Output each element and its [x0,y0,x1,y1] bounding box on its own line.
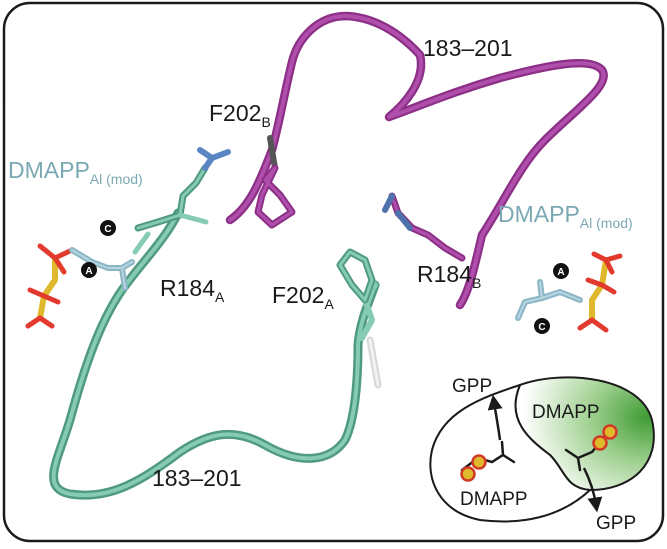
label-dmapp-right: DMAPPAl (mod) [498,201,633,231]
legend-gpp-top: GPP [452,376,492,397]
marker-c-right: C [534,318,550,334]
legend-dmapp-bottom: DMAPP [460,489,528,510]
legend-gpp-bottom: GPP [596,513,636,534]
legend-phosphate-dot [471,454,487,470]
label-f202-b: F202B [209,100,271,130]
marker-a-right: A [553,263,569,279]
f202-a-sidechain [336,248,382,389]
svg-text:A: A [85,266,92,277]
label-r184-a: R184A [160,275,225,305]
r184-b-sidechain [382,192,466,262]
legend-dmapp-top: DMAPP [532,402,600,423]
marker-c-left: C [100,220,116,236]
svg-text:A: A [557,267,564,278]
legend-left-lobe [429,383,593,523]
legend-phosphate-dot [602,424,618,440]
svg-text:C: C [538,322,545,333]
legend-phosphate-dot [460,466,476,482]
loop-label-bottom: 183–201 [152,465,242,491]
dmapp-right-molecule [515,251,623,333]
label-r184-b: R184B [417,261,481,291]
chain-a-backbone [49,208,380,500]
legend-schematic: GPP DMAPP DMAPP GPP [429,376,655,534]
label-dmapp-left: DMAPPAl (mod) [8,157,143,187]
label-f202-a: F202A [272,282,334,312]
r184-a-sidechain [132,147,231,255]
loop-label-top: 183–201 [423,35,513,61]
f202-b-sidechain [254,135,296,229]
chain-b-backbone [225,11,608,310]
legend-phosphate-dot [592,435,608,451]
dmapp-left-molecule [25,243,135,329]
svg-text:C: C [104,224,111,235]
marker-a-left: A [81,262,97,278]
